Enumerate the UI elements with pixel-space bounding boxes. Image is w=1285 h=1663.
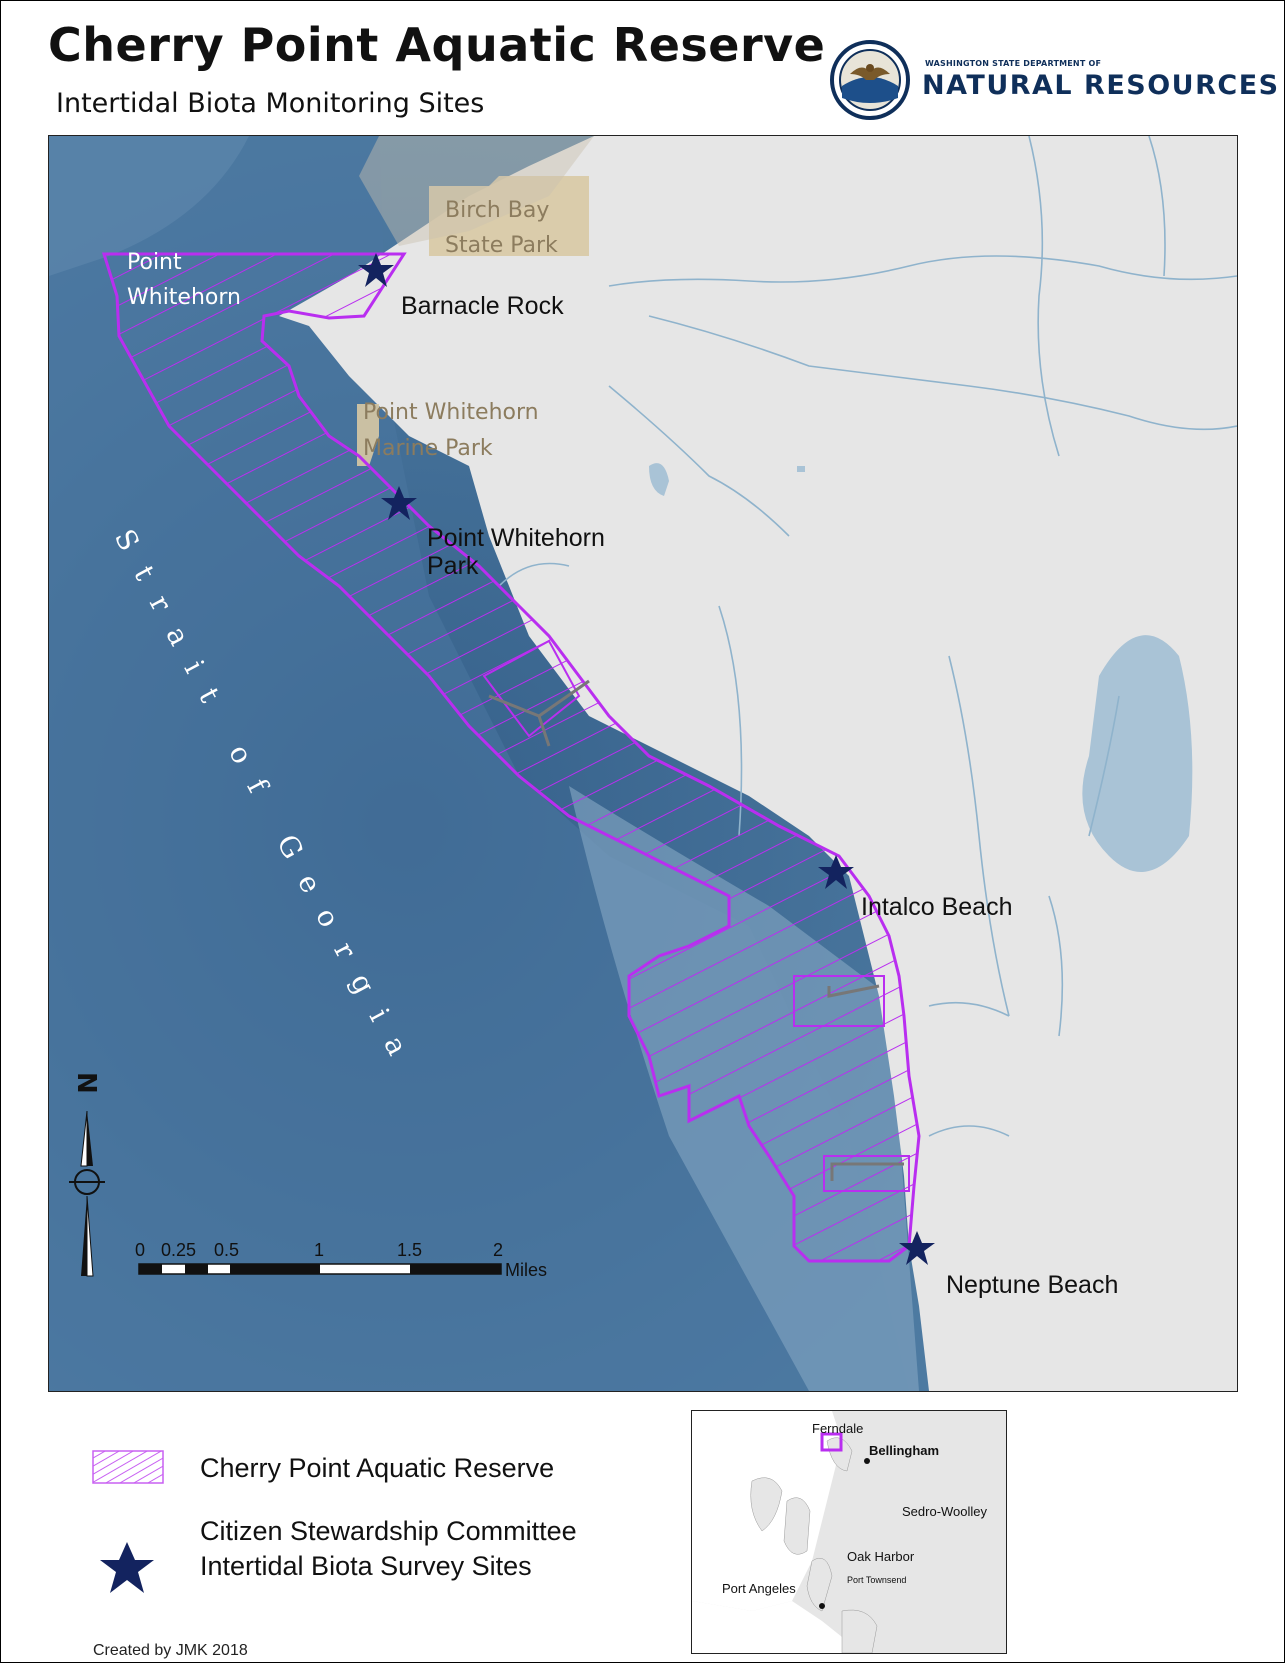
inset-locator-map[interactable]: Ferndale Bellingham Sedro-Woolley Oak Ha… — [691, 1410, 1007, 1654]
point-whitehorn-label: Whitehorn — [127, 285, 241, 310]
svg-text:Port Townsend: Port Townsend — [847, 1575, 906, 1585]
svg-text:0.25: 0.25 — [161, 1240, 196, 1260]
cherry-point-aquatic-reserve[interactable] — [101, 252, 921, 1263]
map-credit: Created by JMK 2018 — [93, 1642, 248, 1659]
point-whitehorn-label: Point — [127, 250, 182, 275]
legend-sites-label: Citizen Stewardship Committee — [200, 1516, 577, 1546]
legend-sites-label: Intertidal Biota Survey Sites — [200, 1551, 532, 1581]
river-lines — [498, 136, 1237, 1137]
svg-text:Oak Harbor: Oak Harbor — [847, 1549, 915, 1564]
scale-bar: 0 0.25 0.5 1 1.5 2 Miles — [135, 1240, 547, 1280]
svg-text:1.5: 1.5 — [397, 1240, 422, 1260]
star-icon — [899, 1231, 935, 1265]
map-subtitle: Intertidal Biota Monitoring Sites — [56, 88, 485, 119]
svg-text:Miles: Miles — [505, 1260, 547, 1280]
site-label-point-whitehorn-park: Park — [427, 552, 479, 580]
star-icon — [818, 855, 854, 889]
marine-park-label: Marine Park — [363, 436, 493, 461]
pier-lines — [488, 679, 904, 1181]
logo-department-text: WASHINGTON STATE DEPARTMENT OF — [925, 59, 1102, 68]
dnr-seal-icon — [830, 40, 910, 120]
birch-bay-park — [429, 176, 589, 256]
inset-canvas: Ferndale Bellingham Sedro-Woolley Oak Ha… — [692, 1411, 1006, 1653]
svg-text:Bellingham: Bellingham — [869, 1443, 939, 1458]
svg-text:0.5: 0.5 — [214, 1240, 239, 1260]
site-label-intalco-beach: Intalco Beach — [861, 893, 1013, 921]
star-icon — [381, 486, 417, 520]
svg-text:Sedro-Woolley: Sedro-Woolley — [902, 1504, 988, 1519]
site-label-barnacle-rock: Barnacle Rock — [401, 292, 564, 320]
inset-extent-box — [820, 1432, 843, 1452]
point-whitehorn-marine-park — [357, 404, 379, 466]
map-canvas[interactable]: Strait of Georgia Point Whitehorn Birch … — [49, 136, 1237, 1391]
site-label-neptune-beach: Neptune Beach — [946, 1271, 1118, 1299]
svg-text:2: 2 — [493, 1240, 503, 1260]
svg-text:0: 0 — [135, 1240, 145, 1260]
birch-bay-label: State Park — [445, 233, 558, 258]
star-icon — [358, 253, 394, 287]
land-area — [279, 136, 1237, 1391]
marine-park-label: Point Whitehorn — [363, 400, 539, 425]
legend-star-icon — [100, 1542, 154, 1593]
svg-text:Ferndale: Ferndale — [812, 1421, 863, 1436]
svg-text:Port Angeles: Port Angeles — [722, 1581, 796, 1596]
site-label-point-whitehorn-park: Point Whitehorn — [427, 524, 605, 552]
map-panel[interactable]: Strait of Georgia Point Whitehorn Birch … — [48, 135, 1238, 1392]
svg-text:N: N — [71, 1072, 101, 1094]
dnr-logo — [828, 38, 1228, 122]
legend-hatch-swatch-icon — [92, 1450, 164, 1484]
survey-site-markers — [358, 253, 935, 1265]
birch-bay-label: Birch Bay — [445, 198, 549, 223]
north-arrow-icon: N — [69, 1072, 105, 1277]
legend-reserve-label: Cherry Point Aquatic Reserve — [200, 1453, 555, 1483]
svg-text:1: 1 — [314, 1240, 324, 1260]
map-title: Cherry Point Aquatic Reserve — [48, 18, 826, 72]
logo-natural-resources-text: NATURAL RESOURCES — [922, 70, 1280, 101]
